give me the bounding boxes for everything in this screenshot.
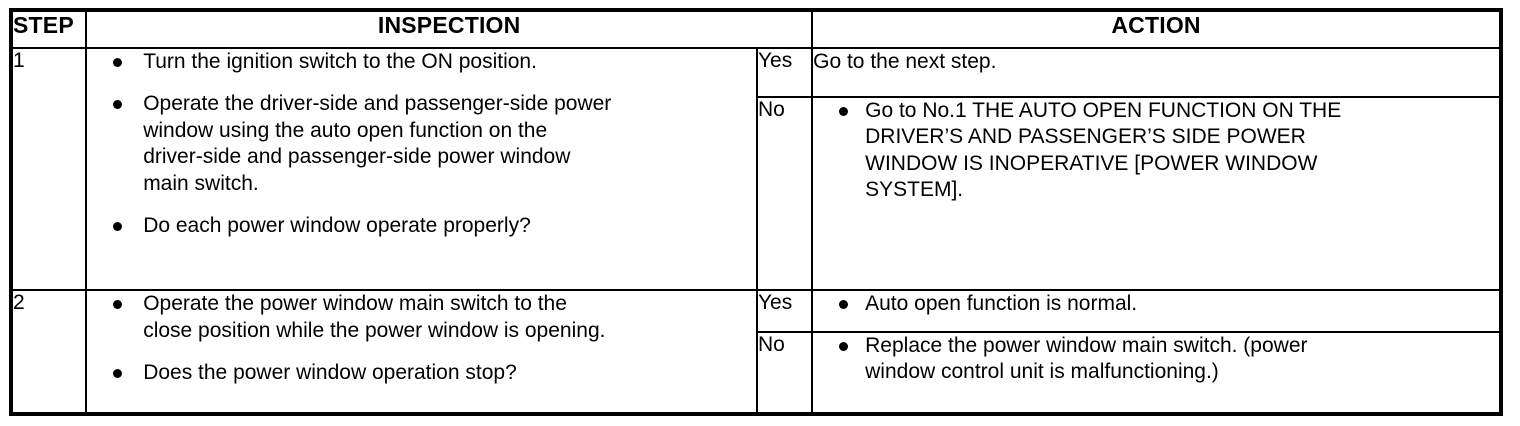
bullet-icon: [113, 222, 123, 232]
table-row: 1 Turn the ignition switch to the ON pos…: [9, 46, 1502, 292]
list-item: Turn the ignition switch to the ON posit…: [87, 49, 756, 75]
table-header-row: STEP INSPECTION ACTION: [9, 9, 1502, 49]
column-header-action: ACTION: [811, 9, 1502, 49]
inspection-text: Do each power window operate properly?: [143, 214, 531, 238]
action-cell: Go to the next step.: [811, 47, 1502, 98]
troubleshooting-table: STEP INSPECTION ACTION 1 Turn the igniti…: [9, 8, 1503, 416]
outcome-label-yes: Yes: [755, 289, 814, 334]
inspection-cell: Operate the power window main switch to …: [85, 289, 758, 415]
bullet-icon: [113, 100, 123, 110]
bullet-icon: [113, 300, 123, 310]
action-text: Auto open function is normal.: [865, 292, 1138, 316]
list-item: Does the power window operation stop?: [87, 360, 756, 386]
bullet-icon: [839, 300, 849, 310]
action-cell: Go to No.1 THE AUTO OPEN FUNCTION ON THE…: [811, 95, 1502, 292]
action-bullet-list: Replace the power window main switch. (p…: [813, 333, 1499, 386]
inspection-text: Does the power window operation stop?: [143, 361, 517, 385]
list-item: Auto open function is normal.: [813, 291, 1499, 317]
list-item: Operate the driver-side and passenger-si…: [87, 91, 756, 197]
action-cell: Auto open function is normal.: [811, 289, 1502, 334]
action-bullet-list: Auto open function is normal.: [813, 291, 1499, 317]
action-cell: Replace the power window main switch. (p…: [811, 331, 1502, 415]
bullet-icon: [113, 369, 123, 379]
inspection-text: Operate the power window main switch to …: [143, 292, 606, 342]
column-header-inspection: INSPECTION: [85, 9, 814, 49]
column-header-step: STEP: [9, 9, 88, 49]
outcome-label-no: No: [755, 95, 814, 292]
inspection-text: Turn the ignition switch to the ON posit…: [143, 50, 537, 73]
step-number: 1: [9, 46, 88, 292]
inspection-bullet-list: Operate the power window main switch to …: [87, 291, 756, 386]
step-number: 2: [9, 289, 88, 415]
outcome-label-yes: Yes: [755, 47, 814, 98]
bullet-icon: [113, 58, 123, 67]
outcome-label-no: No: [755, 331, 814, 415]
table-row: No Replace the power window main switch.…: [11, 331, 1502, 415]
inspection-cell: Turn the ignition switch to the ON posit…: [85, 46, 758, 292]
action-text: Go to the next step.: [813, 50, 997, 73]
action-text: Go to No.1 THE AUTO OPEN FUNCTION ON THE…: [865, 98, 1342, 202]
list-item: Do each power window operate properly?: [87, 213, 756, 239]
inspection-text: Operate the driver-side and passenger-si…: [143, 92, 612, 195]
table-row: No Go to No.1 THE AUTO OPEN FUNCTION ON …: [11, 95, 1502, 292]
bullet-icon: [839, 106, 849, 116]
table-row: 2 Operate the power window main switch t…: [9, 289, 1502, 415]
bullet-icon: [839, 342, 849, 352]
action-text: Replace the power window main switch. (p…: [865, 334, 1308, 384]
list-item: Operate the power window main switch to …: [87, 291, 756, 344]
inspection-bullet-list: Turn the ignition switch to the ON posit…: [87, 49, 756, 240]
list-item: Replace the power window main switch. (p…: [813, 333, 1499, 386]
list-item: Go to No.1 THE AUTO OPEN FUNCTION ON THE…: [813, 98, 1499, 204]
action-bullet-list: Go to No.1 THE AUTO OPEN FUNCTION ON THE…: [813, 98, 1499, 204]
